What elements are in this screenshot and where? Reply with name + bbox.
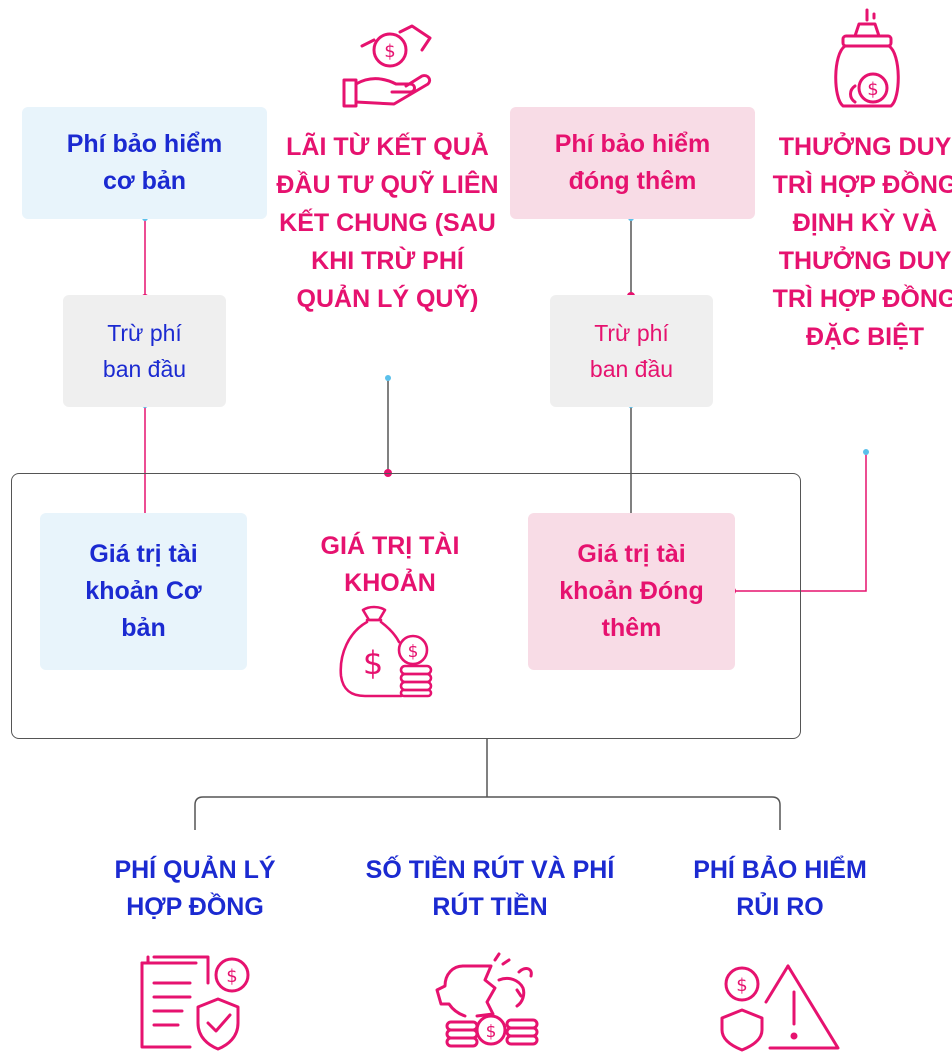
- basic-premium-label: Phí bảo hiểm cơ bản: [66, 130, 223, 195]
- svg-text:$: $: [486, 1022, 497, 1042]
- initial-fee-deduction-right: Trừ phí ban đầu: [550, 295, 713, 407]
- money-bag-icon: $ $: [335, 604, 445, 705]
- basic-account-value-box: Giá trị tài khoản Cơ bản: [40, 513, 247, 670]
- top-up-premium-label: Phí bảo hiểm đóng thêm: [554, 130, 711, 195]
- account-value-container: [11, 473, 801, 739]
- risk-premium-label: PHÍ BẢO HIỂM RỦI RO: [693, 856, 867, 921]
- withdrawal-label: SỐ TIỀN RÚT VÀ PHÍ RÚT TIỀN: [365, 856, 615, 921]
- top-up-premium-box: Phí bảo hiểm đóng thêm: [510, 107, 755, 219]
- coin-jar-icon: $: [827, 6, 907, 117]
- basic-account-value-label: Giá trị tài khoản Cơ bản: [85, 540, 202, 642]
- svg-text:$: $: [408, 642, 419, 662]
- svg-text:$: $: [736, 975, 747, 996]
- loyalty-bonus-label: THƯỞNG DUY TRÌ HỢP ĐỒNG ĐỊNH KỲ VÀ THƯỞN…: [772, 133, 952, 351]
- basic-premium-box: Phí bảo hiểm cơ bản: [22, 107, 267, 219]
- risk-warning-icon: $: [718, 962, 842, 1057]
- broken-piggy-icon: $: [433, 950, 543, 1059]
- admin-fee-label: PHÍ QUẢN LÝ HỢP ĐỒNG: [114, 856, 276, 921]
- svg-text:$: $: [226, 966, 237, 987]
- initial-fee-deduction-left: Trừ phí ban đầu: [63, 295, 226, 407]
- hand-coin-icon: $: [340, 20, 436, 117]
- investment-interest-label: LÃI TỪ KẾT QUẢ ĐẦU TƯ QUỸ LIÊN KẾT CHUNG…: [276, 133, 499, 313]
- top-up-account-value-label: Giá trị tài khoản Đóng thêm: [559, 540, 704, 642]
- svg-text:$: $: [867, 79, 878, 100]
- svg-text:$: $: [384, 41, 395, 62]
- initial-fee-deduction-right-label: Trừ phí ban đầu: [589, 320, 674, 382]
- initial-fee-deduction-left-label: Trừ phí ban đầu: [102, 320, 187, 382]
- account-value-title: GIÁ TRỊ TÀI KHOẢN: [320, 532, 460, 597]
- document-shield-icon: $: [134, 953, 260, 1058]
- top-up-account-value-box: Giá trị tài khoản Đóng thêm: [528, 513, 735, 670]
- svg-text:$: $: [363, 644, 383, 682]
